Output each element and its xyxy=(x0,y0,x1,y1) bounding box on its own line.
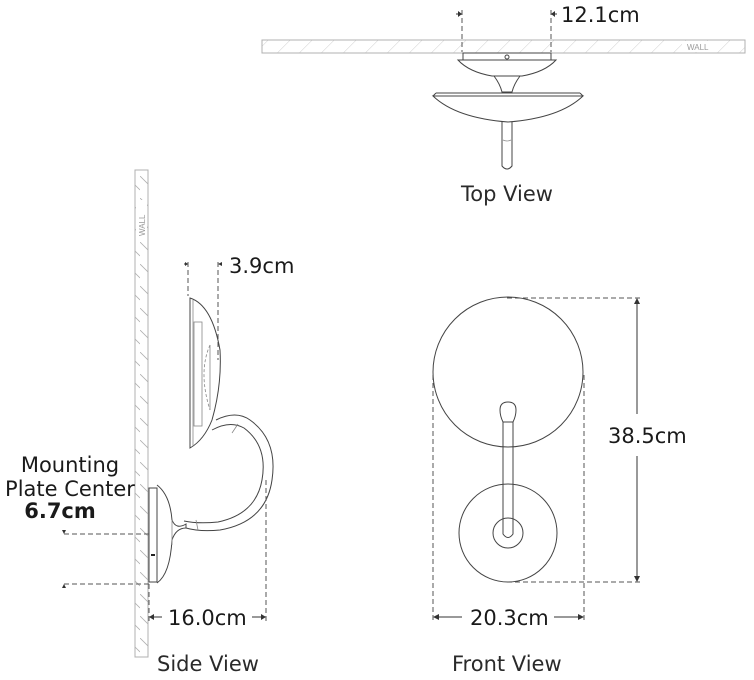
front-canopy-circle xyxy=(458,483,558,583)
side-shade xyxy=(189,297,221,449)
side-arm xyxy=(183,414,274,532)
side-dimension-3-9: 3.9cm xyxy=(184,254,294,360)
front-view-title: Front View xyxy=(452,652,562,676)
side-extension-label: 16.0cm xyxy=(168,606,247,630)
top-dimension-12-1: 12.1cm xyxy=(456,3,640,52)
mounting-label-line2: Plate Center xyxy=(5,477,135,501)
side-view-title: Side View xyxy=(157,652,259,676)
top-wall: WALL xyxy=(261,39,746,54)
top-wall-label: WALL xyxy=(687,43,709,52)
front-shade-circle xyxy=(432,296,584,448)
top-width-label: 12.1cm xyxy=(561,3,640,27)
front-dimension-38-5: 38.5cm xyxy=(608,298,687,582)
side-canopy xyxy=(148,484,187,584)
side-wall: WALL xyxy=(134,169,149,658)
front-height-label: 38.5cm xyxy=(608,424,687,448)
mounting-plate-dimension: Mounting Plate Center 6.7cm xyxy=(5,453,149,588)
side-wall-label: WALL xyxy=(138,214,147,236)
front-socket xyxy=(499,401,517,423)
front-canopy-center xyxy=(492,517,524,549)
mounting-value-label: 6.7cm xyxy=(24,499,96,523)
side-dimension-16-0: 16.0cm xyxy=(148,480,267,630)
top-fixture xyxy=(431,52,585,170)
top-view-title: Top View xyxy=(460,182,553,206)
front-dimension-20-3: 20.3cm xyxy=(433,606,584,630)
side-view: WALL 3.9cm xyxy=(5,169,294,676)
top-view: WALL 12.1cm Top View xyxy=(261,3,746,206)
side-shade-depth-label: 3.9cm xyxy=(229,254,294,278)
mounting-label-line1: Mounting xyxy=(21,453,119,477)
front-width-label: 20.3cm xyxy=(470,606,549,630)
front-arm xyxy=(502,422,514,538)
front-view: 38.5cm 20.3cm Front View xyxy=(432,296,687,676)
